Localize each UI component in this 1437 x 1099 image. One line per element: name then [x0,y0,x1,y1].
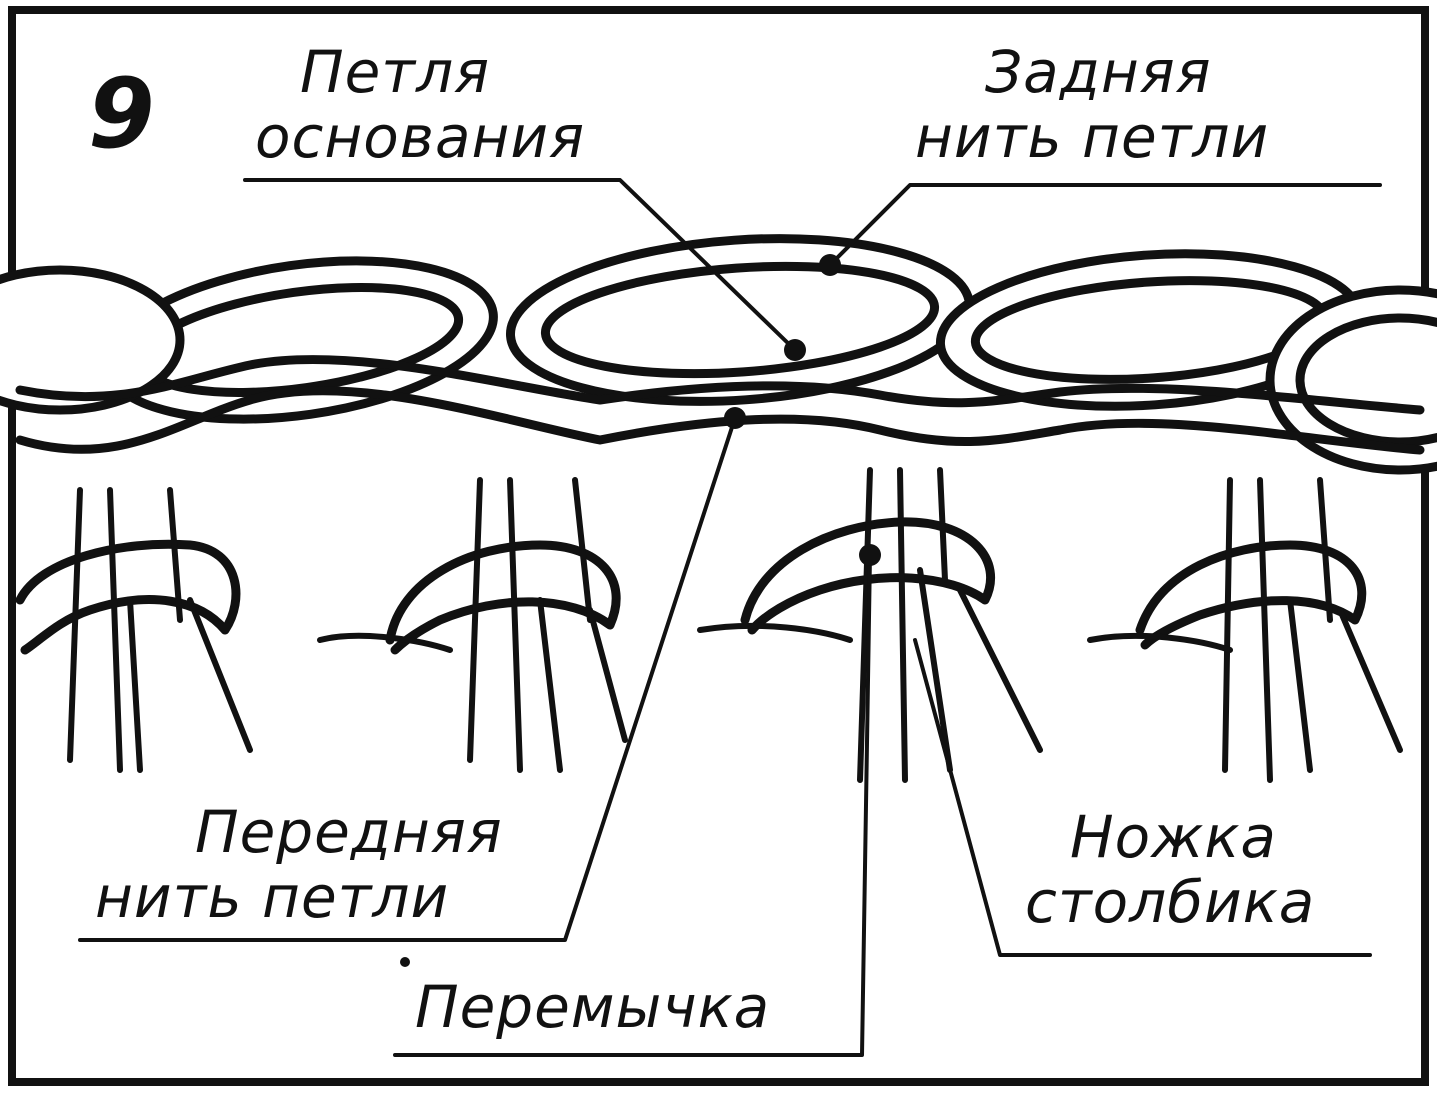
label-post-leg-line1: Ножка [1070,805,1277,869]
label-base-loop-line1: Петля [300,40,490,104]
label-post-leg-line2: столбика [1025,870,1315,934]
label-base-loop-line2: основания [255,105,585,169]
label-front-thread-line1: Передняя [195,800,503,864]
label-front-thread-line2: нить петли [95,865,449,929]
figure-number: 9 [88,58,155,170]
label-back-thread-line2: нить петли [915,105,1269,169]
label-bridge: Перемычка [415,975,770,1039]
label-back-thread-line1: Задняя [985,40,1212,104]
